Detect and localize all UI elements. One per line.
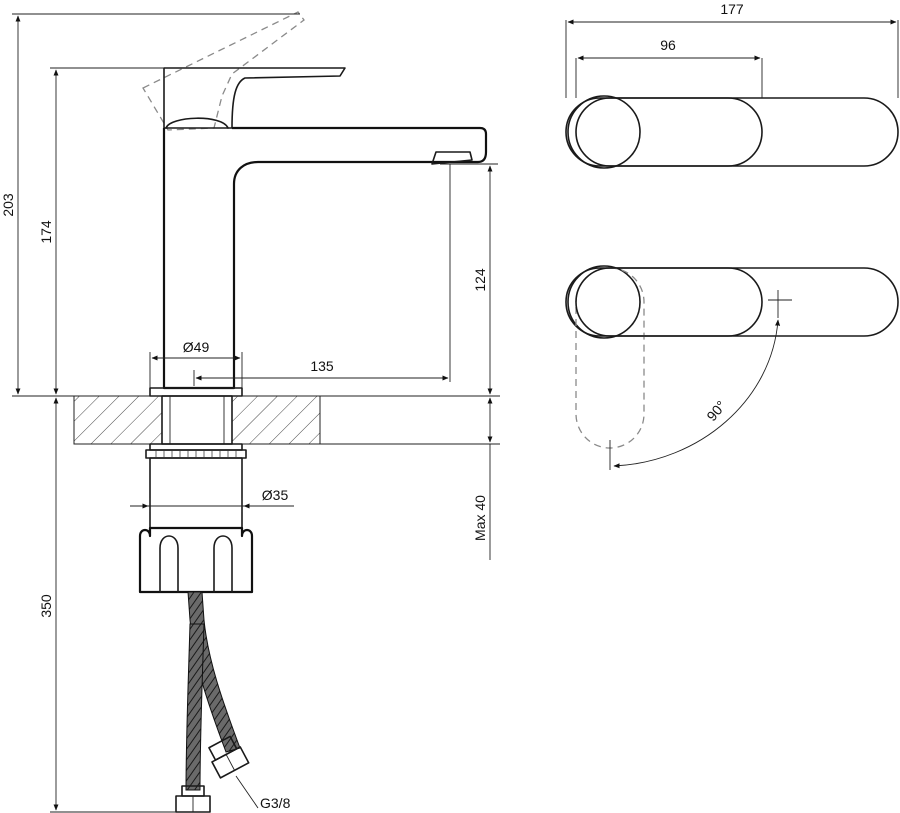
faucet-body xyxy=(162,126,488,390)
leader-hose-thread xyxy=(235,775,259,809)
dim-max-counter-thickness: Max 40 xyxy=(472,495,488,541)
dim-body-height: 174 xyxy=(38,220,54,244)
dim-hose-length: 350 xyxy=(38,594,54,618)
nut-groove xyxy=(213,535,233,593)
dim-spout-height: 124 xyxy=(472,268,488,292)
dim-spout-reach: 135 xyxy=(310,358,334,374)
rotation-body-oval xyxy=(565,267,899,337)
spout-aerator xyxy=(431,151,473,165)
thread-lines xyxy=(155,451,237,457)
threaded-stud xyxy=(149,457,243,529)
side-view-dimensions: 203 174 124 Ø49 135 Ø35 Max 40 350 G3/8 xyxy=(0,13,500,813)
lever-raised-outline xyxy=(142,11,305,131)
rotation-lever-dashed xyxy=(575,267,645,449)
dim-shank-diameter: Ø35 xyxy=(262,487,289,503)
dim-top-total-length: 177 xyxy=(720,1,744,17)
hose-fitting-angled xyxy=(208,735,250,779)
washer xyxy=(149,443,243,451)
rotation-arc xyxy=(613,319,781,469)
side-view xyxy=(73,11,488,813)
countertop-right xyxy=(231,395,321,445)
rotation-base-circle xyxy=(567,265,641,339)
hose-long xyxy=(185,623,205,791)
top-view: 177 96 xyxy=(565,1,899,169)
mounting-shank xyxy=(161,395,233,445)
dim-overall-height: 203 xyxy=(0,193,16,217)
nut-groove xyxy=(159,535,179,593)
dim-top-handle-length: 96 xyxy=(660,37,676,53)
lever-base-cap xyxy=(165,117,229,129)
dim-lever-rotation: 90° xyxy=(703,398,729,425)
hose-fitting-straight xyxy=(175,785,211,813)
dim-hose-thread: G3/8 xyxy=(260,795,291,811)
top-body-oval xyxy=(565,97,899,167)
dim-base-diameter: Ø49 xyxy=(183,339,210,355)
rotation-lever-oval xyxy=(575,267,763,337)
countertop-left xyxy=(73,395,163,445)
base-ring xyxy=(149,387,243,397)
rotation-view: 90° xyxy=(565,265,899,470)
top-base-circle xyxy=(567,95,641,169)
fixing-nut xyxy=(138,526,254,594)
top-lever-oval xyxy=(575,97,763,167)
